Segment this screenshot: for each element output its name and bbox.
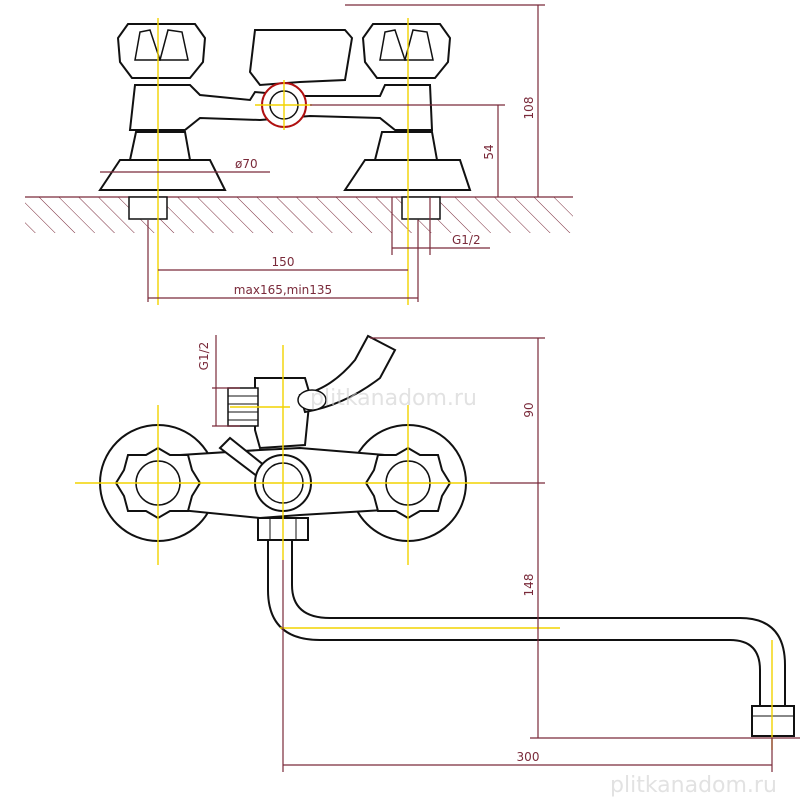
- switch-pivot: [297, 389, 327, 411]
- dim-flange-label: ø70: [235, 157, 258, 171]
- left-handle: [116, 23, 207, 79]
- front-view: G1/2 90 148 300: [75, 334, 800, 772]
- switch-lever: [248, 29, 354, 87]
- left-inlet-pipe: [128, 196, 168, 220]
- right-handle-facet: [379, 29, 407, 61]
- dim-range-label: max165,min135: [234, 283, 332, 297]
- left-nut: [128, 131, 192, 161]
- dim-150-label: 150: [272, 255, 295, 269]
- watermark-middle: plitkanadom.ru: [310, 386, 477, 411]
- top-view: 108 54 ø70 G1/2 150 max165,min135: [25, 4, 573, 305]
- dim-108-label: 108: [522, 97, 536, 120]
- dim-54-label: 54: [482, 144, 496, 159]
- dim-300-label: 300: [517, 750, 540, 764]
- g12-top-label: G1/2: [452, 233, 481, 247]
- right-handle-facet-2: [404, 29, 434, 61]
- left-flange: [98, 159, 227, 191]
- dim-148-label: 148: [522, 574, 536, 597]
- watermark-bottom: plitkanadom.ru: [610, 773, 777, 798]
- front-switch-lever: [298, 334, 397, 414]
- g12-front-label: G1/2: [197, 342, 211, 371]
- right-nut: [373, 131, 439, 161]
- left-handle-facet: [134, 29, 162, 61]
- spout-aerator: [751, 705, 795, 737]
- wall-hatch: [25, 197, 573, 233]
- dim-90-label: 90: [522, 402, 536, 417]
- left-handle-facet-2: [159, 29, 189, 61]
- spout-pipe: [267, 539, 786, 711]
- right-handle: [361, 23, 452, 79]
